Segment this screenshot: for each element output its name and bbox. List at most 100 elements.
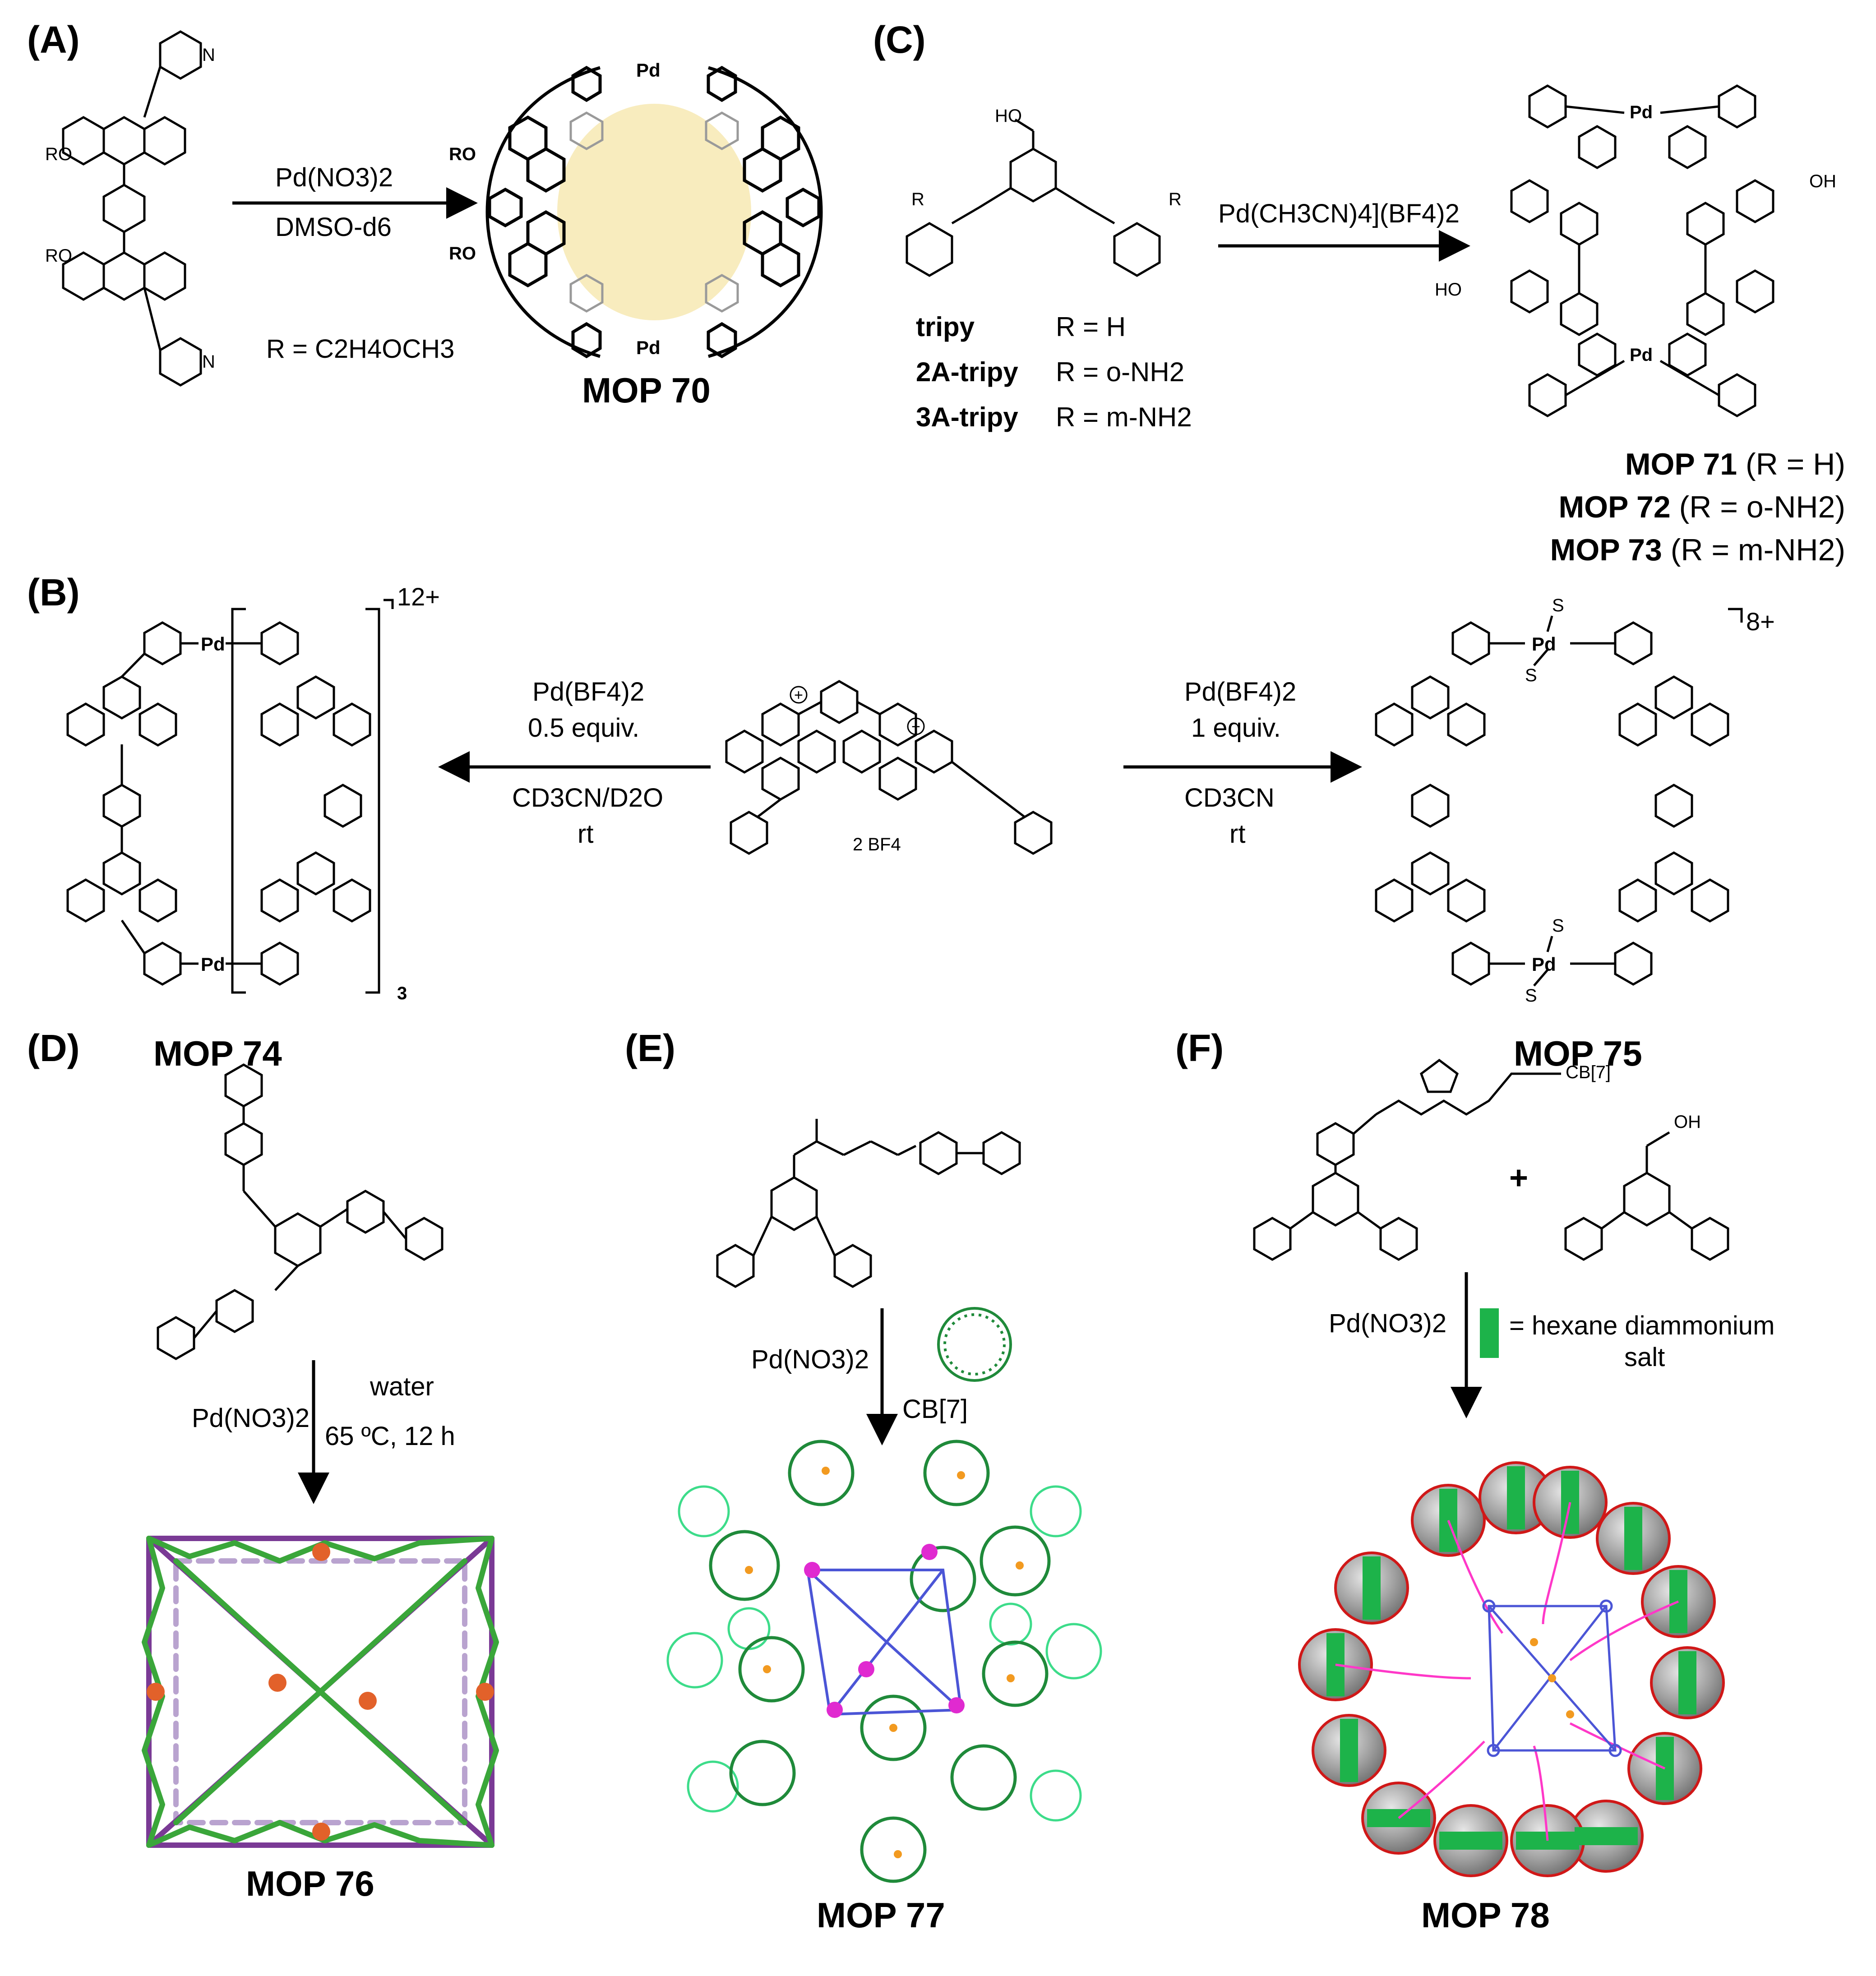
ligand-c-1-sub: R = H [1056, 312, 1126, 342]
mop75-pd-labels: Pd Pd [1532, 633, 1556, 975]
ligand-c-r-left: R [911, 189, 924, 209]
svg-text:N: N [202, 352, 215, 372]
mop75-structure [1375, 608, 1743, 987]
ligand-e-structure [716, 1119, 1021, 1288]
reagent-f: Pd(NO3)2 [1329, 1309, 1447, 1338]
panel-label-a: (A) [27, 18, 80, 61]
mop74-structure [66, 599, 394, 994]
reagent-a: Pd(NO3)2 [275, 163, 393, 192]
mop75-s-bottom-2: S [1525, 986, 1537, 1006]
mop74-repeat: 3 [397, 983, 407, 1003]
ligand-c-hydroxyl: HO [995, 106, 1022, 126]
temp-b-right: rt [1229, 819, 1246, 849]
mop74-pd-labels: Pd Pd [201, 633, 225, 975]
ligand-d-structure [157, 1063, 444, 1360]
ligand-b-structure [725, 680, 1053, 855]
equiv-b-left: 0.5 equiv. [528, 713, 640, 743]
ligand-c-1: tripy [916, 311, 975, 342]
legend-f: = hexane diammonium [1509, 1311, 1775, 1340]
svg-text:+: + [911, 718, 920, 735]
plus-f: + [1509, 1160, 1529, 1196]
svg-text:Pd: Pd [1532, 954, 1556, 975]
svg-text:Pd: Pd [201, 633, 225, 655]
product-mop71-sub: (R = H) [1746, 447, 1845, 481]
solvent-b-right: CD3CN [1184, 783, 1275, 813]
product-mop73-sub: (R = m-NH2) [1670, 533, 1845, 567]
mop75-s-top-1: S [1552, 596, 1564, 615]
ligand-a-structure [62, 30, 202, 387]
mop75-s-bottom-1: S [1552, 916, 1564, 936]
solvent-b-left: CD3CN/D2O [512, 783, 664, 813]
ligand-f-tethered-structure [1253, 1058, 1561, 1261]
mop71-73-cage [1510, 84, 1774, 417]
product-mop72-sub: (R = o-NH2) [1679, 490, 1845, 524]
ligand-a-ro-bottom: RO [45, 246, 72, 266]
product-mop73-name: MOP 73 [1550, 533, 1662, 567]
product-mop72-name: MOP 72 [1558, 490, 1671, 524]
panel-label-e: (E) [625, 1027, 675, 1069]
reagent-c: Pd(CH3CN)4](BF4)2 [1218, 199, 1460, 228]
ligand-c-structure [906, 118, 1161, 277]
ligand-b-plus-charges: + + [790, 686, 925, 735]
mop76-cage [142, 1536, 499, 1848]
legend-f-line2: salt [1624, 1343, 1665, 1372]
svg-text:Pd: Pd [636, 60, 661, 81]
product-mop78: MOP 78 [1421, 1895, 1550, 1935]
cage-a-ro-top: RO [449, 144, 476, 164]
mop74-charge: 12+ [397, 582, 440, 611]
r-group-a: R = C2H4OCH3 [266, 334, 455, 364]
mop75-charge: 8+ [1746, 607, 1775, 636]
panel-label-c: (C) [873, 18, 926, 61]
product-mop75: MOP 75 [1514, 1034, 1642, 1073]
mop71-73-pd-labels: Pd Pd [1630, 102, 1653, 365]
reagent-e: Pd(NO3)2 [751, 1345, 869, 1374]
mop74-links [180, 642, 262, 965]
ligand-f-hydroxyl: OH [1674, 1112, 1701, 1132]
host-e: CB[7] [902, 1394, 968, 1424]
ligand-c-3-name: 3A-tripy [916, 402, 1018, 432]
svg-text:Pd: Pd [201, 954, 225, 975]
mop78-assembly [1298, 1461, 1725, 1877]
counterion-b: 2 BF4 [853, 835, 901, 854]
ligand-c-3-sub: R = m-NH2 [1056, 402, 1192, 432]
ligand-c-3: 3A-tripy [916, 402, 1018, 433]
product-mop71-name: MOP 71 [1625, 447, 1737, 481]
cb7-icon [937, 1307, 1012, 1382]
product-mop76: MOP 76 [246, 1864, 374, 1903]
equiv-b-right: 1 equiv. [1191, 713, 1281, 743]
cage-a-ro-bottom: RO [449, 244, 476, 263]
ligand-c-1-name: tripy [916, 312, 975, 342]
ligand-c-r-right: R [1169, 189, 1182, 209]
product-mop77: MOP 77 [817, 1895, 945, 1935]
hexane-diammonium-legend-icon [1480, 1308, 1499, 1358]
svg-text:Pd: Pd [1532, 633, 1556, 655]
cage-c-hydroxyl-left: HO [1435, 280, 1462, 300]
ligand-c-2-name: 2A-tripy [916, 357, 1018, 387]
mop75-s-top-2: S [1525, 665, 1537, 685]
ligand-f-second-structure [1564, 1131, 1729, 1261]
ligand-a-ro-top: RO [45, 144, 72, 164]
panel-label-f: (F) [1175, 1027, 1224, 1069]
reagent-b-left: Pd(BF4)2 [532, 677, 645, 706]
panel-label-d: (D) [27, 1027, 80, 1069]
product-mop74: MOP 74 [153, 1034, 282, 1073]
reagent-b-right: Pd(BF4)2 [1184, 677, 1297, 706]
mop70-cage: Pd Pd [485, 60, 823, 359]
svg-text:Pd: Pd [1630, 345, 1653, 365]
svg-text:Pd: Pd [636, 337, 661, 358]
product-mop71: MOP 71 (R = H) [1502, 447, 1845, 482]
temp-b-left: rt [578, 819, 594, 849]
cage-c-hydroxyl-right: OH [1809, 171, 1836, 191]
conditions-d: 65 ºC, 12 h [325, 1422, 455, 1451]
solvent-a: DMSO-d6 [275, 212, 392, 242]
svg-text:+: + [794, 687, 803, 704]
ligand-a-n-labels: N N [202, 45, 215, 372]
mop77-assembly [666, 1440, 1102, 1883]
svg-text:Pd: Pd [1630, 102, 1653, 122]
product-mop73: MOP 73 (R = m-NH2) [1502, 532, 1845, 568]
ligand-f-tether-cb7: CB[7] [1566, 1062, 1611, 1082]
ligand-c-2-sub: R = o-NH2 [1056, 357, 1185, 387]
panel-label-b: (B) [27, 571, 80, 614]
product-mop70: MOP 70 [582, 370, 711, 410]
